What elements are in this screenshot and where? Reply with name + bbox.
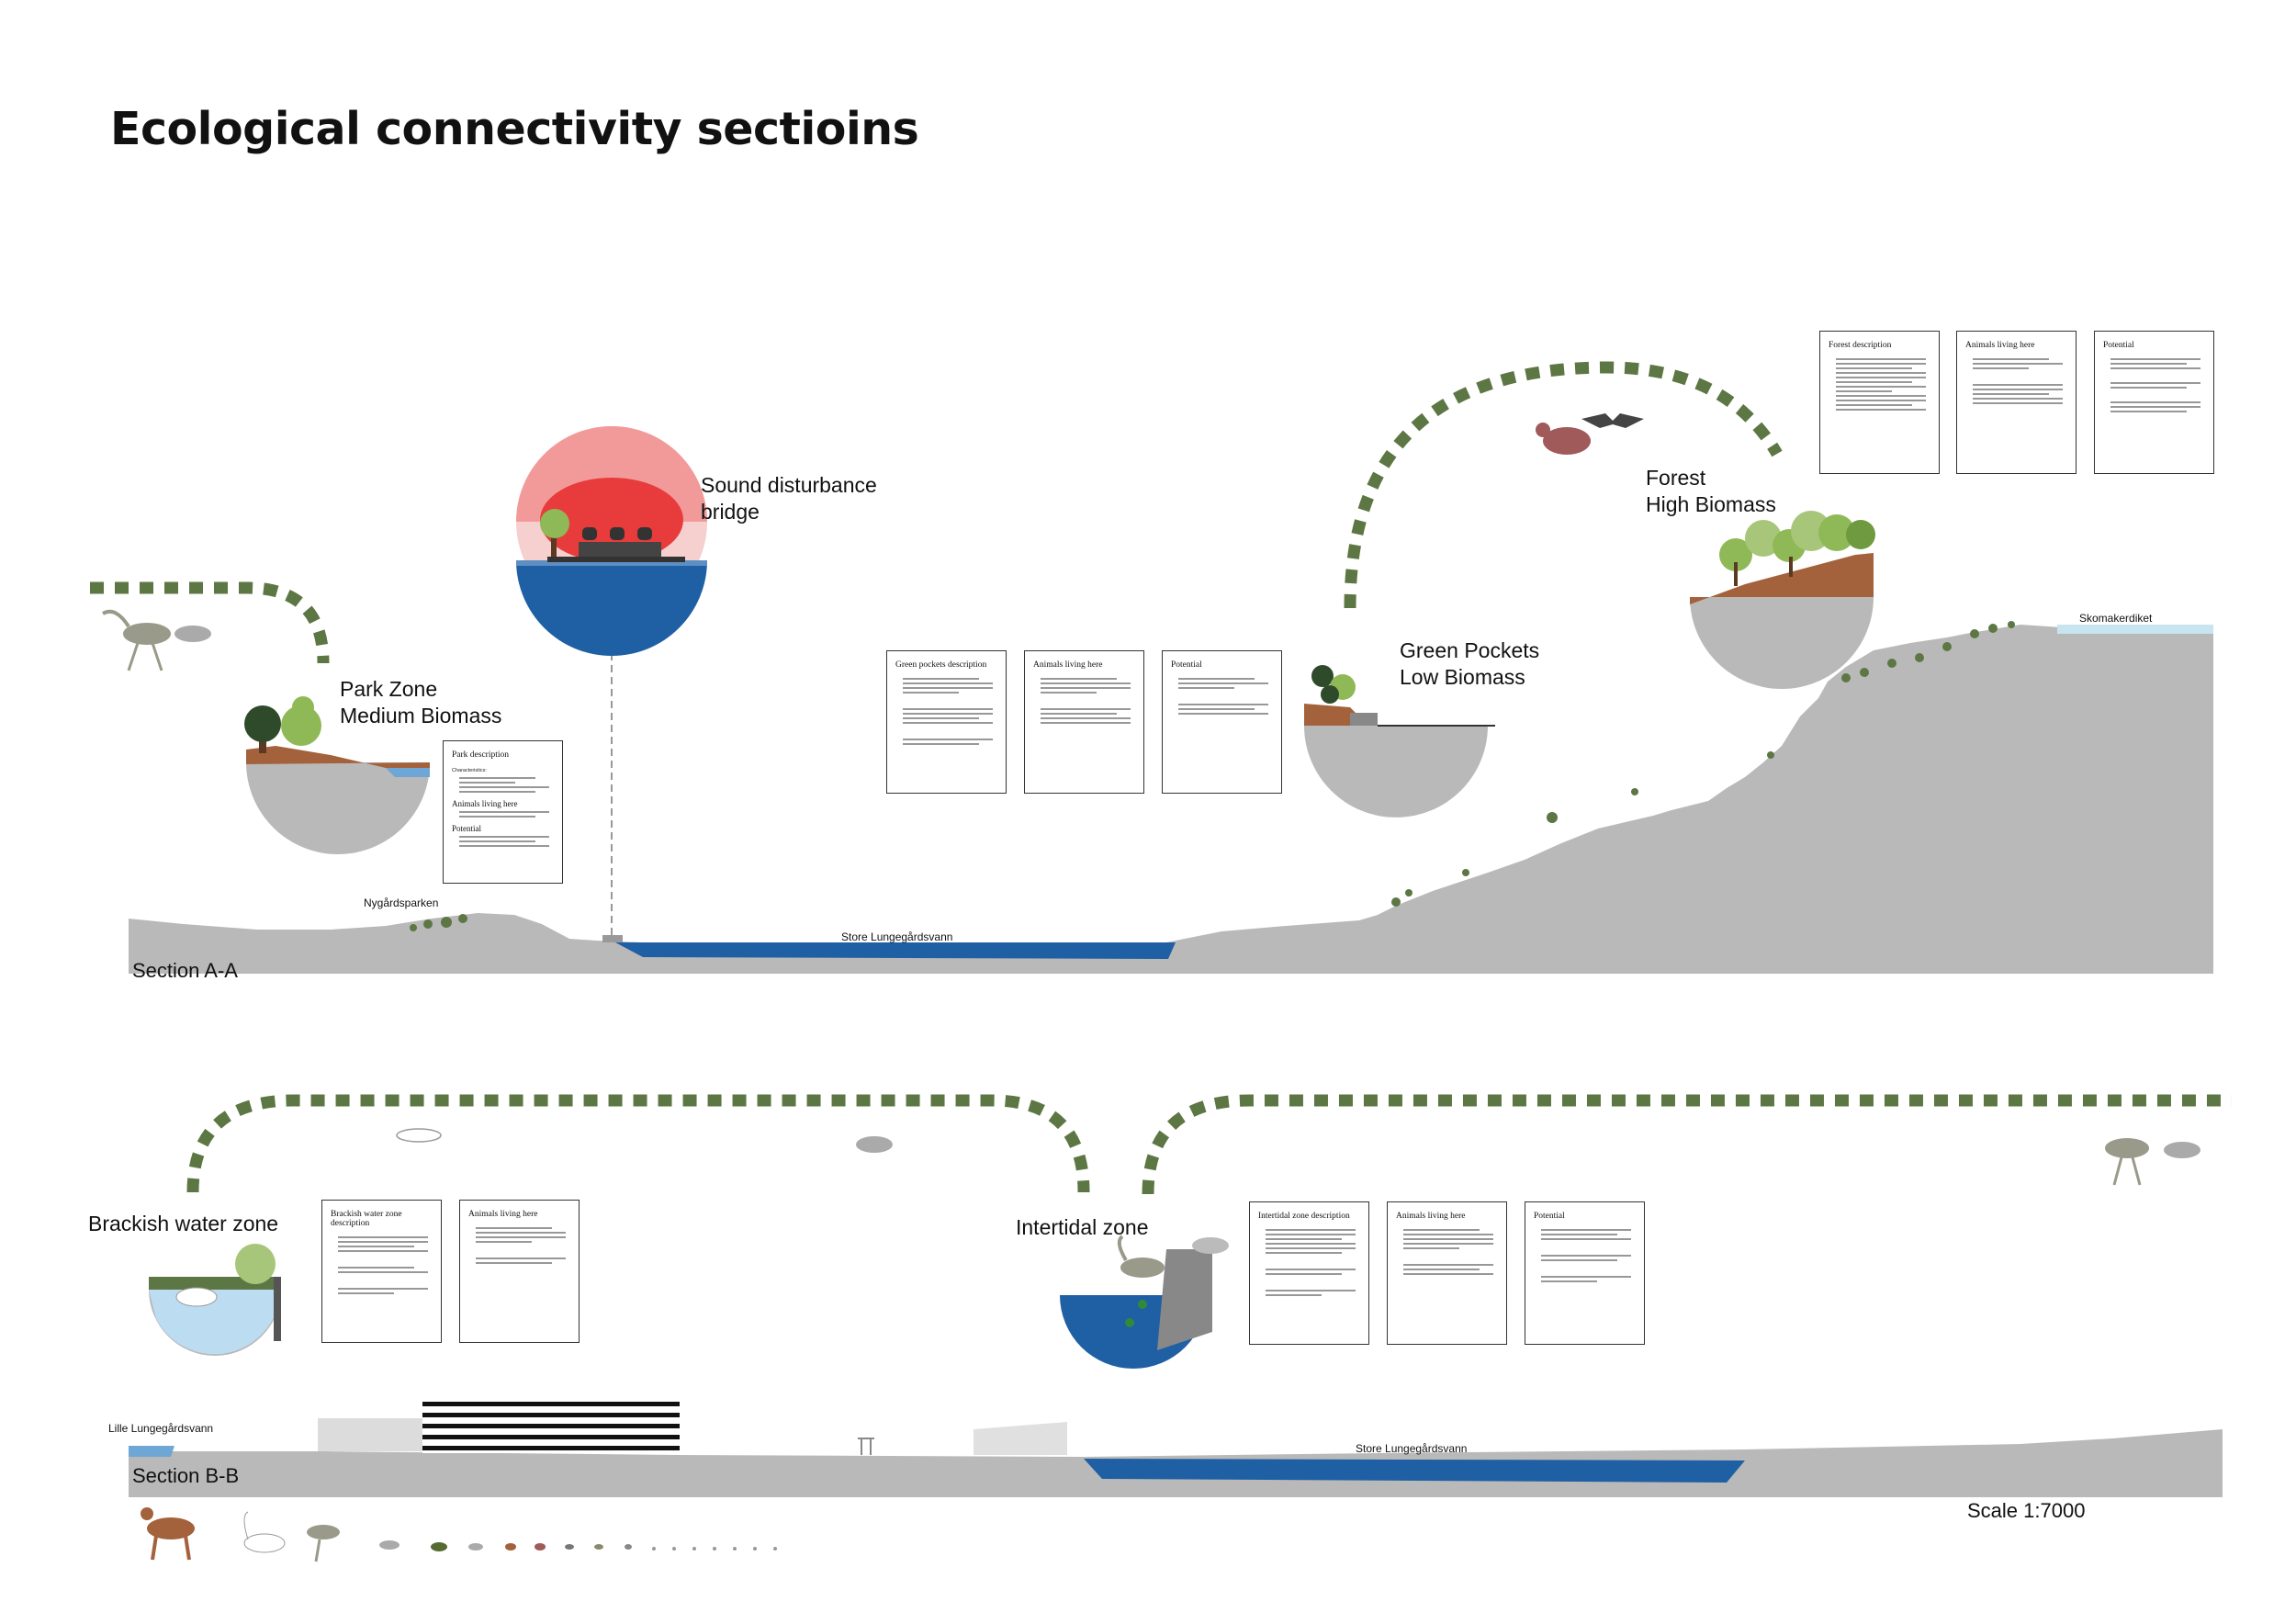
- park-zone-name: Park Zone: [340, 677, 438, 701]
- card-title: Animals living here: [468, 1210, 538, 1219]
- section-a-label: Section A-A: [132, 959, 238, 982]
- card-title: Forest description: [1829, 341, 1892, 350]
- place-nygardsparken: Nygårdsparken: [364, 897, 439, 909]
- building-right: [974, 1422, 1067, 1455]
- intertidal-bubble: [1060, 1249, 1212, 1369]
- green-pockets-biomass: Low Biomass: [1400, 665, 1525, 689]
- gull-c: [2164, 1142, 2200, 1158]
- forest-description-card: Forest description: [1819, 331, 1940, 474]
- green-pockets-description-card: Green pockets description: [886, 650, 1007, 794]
- place-skomakerdiket: Skomakerdiket: [2079, 612, 2153, 625]
- forest-animals-card: Animals living here: [1956, 331, 2077, 474]
- brackish-description-card: Brackish water zone description: [321, 1200, 442, 1343]
- fish-sketch: [396, 1128, 442, 1143]
- card-title: Animals living here: [1965, 341, 2035, 350]
- heron-a: [102, 609, 171, 671]
- bird-icon: [535, 1543, 546, 1551]
- park-zone-biomass: Medium Biomass: [340, 704, 502, 727]
- place-store-lungegardsvann-a: Store Lungegårdsvann: [841, 930, 953, 943]
- brackish-animals-card: Animals living here: [459, 1200, 580, 1343]
- small-lake-b-water: [129, 1446, 174, 1457]
- bridge-pillar: [602, 935, 623, 942]
- brackish-zone-label: Brackish water zone: [88, 1212, 279, 1235]
- heron-b: [2105, 1138, 2149, 1186]
- swan-icon: [243, 1511, 286, 1553]
- bridge-label-line1: Sound disturbance: [701, 473, 877, 497]
- vegetation-a: [410, 621, 2015, 931]
- duck-icon: [431, 1542, 447, 1551]
- card-title: Green pockets description: [895, 660, 987, 670]
- intertidal-zone-label: Intertidal zone: [1016, 1215, 1149, 1239]
- lake-a-water: [615, 942, 1176, 959]
- sound-bubble: [516, 426, 707, 656]
- park-zone-label: Park Zone Medium Biomass: [340, 676, 501, 729]
- park-description-card: Park description Characteristics: Animal…: [443, 740, 563, 884]
- card-title: Potential: [2103, 341, 2134, 350]
- bird-small-icon: [565, 1544, 574, 1550]
- card-subtitle: Characteristics:: [452, 768, 487, 773]
- green-pockets-bubble: [1304, 665, 1495, 818]
- building-low: [318, 1418, 422, 1451]
- building-striped: [422, 1402, 680, 1453]
- section-a-terrain: [129, 625, 2213, 974]
- brackish-bubble: [149, 1244, 281, 1356]
- pigeon: [1536, 423, 1591, 455]
- section-b-label: Section B-B: [132, 1464, 240, 1487]
- card-title: Potential: [1171, 660, 1202, 670]
- card-title: Park description: [452, 750, 510, 760]
- deer-icon: [141, 1507, 195, 1561]
- gull-small-icon: [468, 1543, 483, 1551]
- place-lille-lungegardsvann: Lille Lungegårdsvann: [108, 1422, 214, 1435]
- green-pockets-name: Green Pockets: [1400, 638, 1540, 662]
- legend-animals: [141, 1507, 777, 1562]
- forest-potential-card: Potential: [2094, 331, 2214, 474]
- card-heading-animals: Animals living here: [452, 799, 518, 808]
- intertidal-animals-card: Animals living here: [1387, 1201, 1507, 1345]
- gull-intertidal: [1192, 1237, 1229, 1254]
- intertidal-potential-card: Potential: [1525, 1201, 1645, 1345]
- bat: [1581, 413, 1644, 428]
- fish-icon: [505, 1543, 516, 1551]
- lake-b-water: [1084, 1459, 1745, 1483]
- card-title: Potential: [1534, 1212, 1565, 1221]
- bridge-label: Sound disturbance bridge: [701, 472, 877, 525]
- card-heading-potential: Potential: [452, 824, 481, 833]
- card-title: Animals living here: [1396, 1212, 1466, 1221]
- small-bridge-b: [858, 1438, 874, 1455]
- card-title: Animals living here: [1033, 660, 1103, 670]
- card-title: Brackish water zone description: [331, 1210, 402, 1228]
- forest-bubble: [1690, 511, 1875, 689]
- insect-icon: [625, 1544, 632, 1550]
- place-store-lungegardsvann-b: Store Lungegårdsvann: [1356, 1442, 1468, 1455]
- green-pockets-animals-card: Animals living here: [1024, 650, 1144, 794]
- card-title: Intertidal zone description: [1258, 1212, 1350, 1221]
- heron-icon: [307, 1525, 340, 1562]
- forest-name: Forest: [1646, 466, 1706, 490]
- frog-icon: [594, 1544, 603, 1550]
- gull-b: [856, 1136, 893, 1153]
- park-zone-bubble: [244, 696, 430, 854]
- heron-intertidal: [1117, 1235, 1165, 1278]
- scale-label: Scale 1:7000: [1967, 1499, 2086, 1522]
- page-title: Ecological connectivity sectioins: [110, 103, 919, 155]
- gull-a: [174, 626, 211, 642]
- green-pockets-potential-card: Potential: [1162, 650, 1282, 794]
- lake-a-shore: [2057, 625, 2213, 634]
- intertidal-description-card: Intertidal zone description: [1249, 1201, 1369, 1345]
- green-pockets-label: Green Pockets Low Biomass: [1400, 637, 1539, 691]
- forest-biomass: High Biomass: [1646, 492, 1776, 516]
- corridor-dashes: [90, 361, 2232, 1195]
- forest-label: Forest High Biomass: [1646, 465, 1776, 518]
- bridge-label-line2: bridge: [701, 500, 760, 524]
- gull-icon: [379, 1540, 400, 1550]
